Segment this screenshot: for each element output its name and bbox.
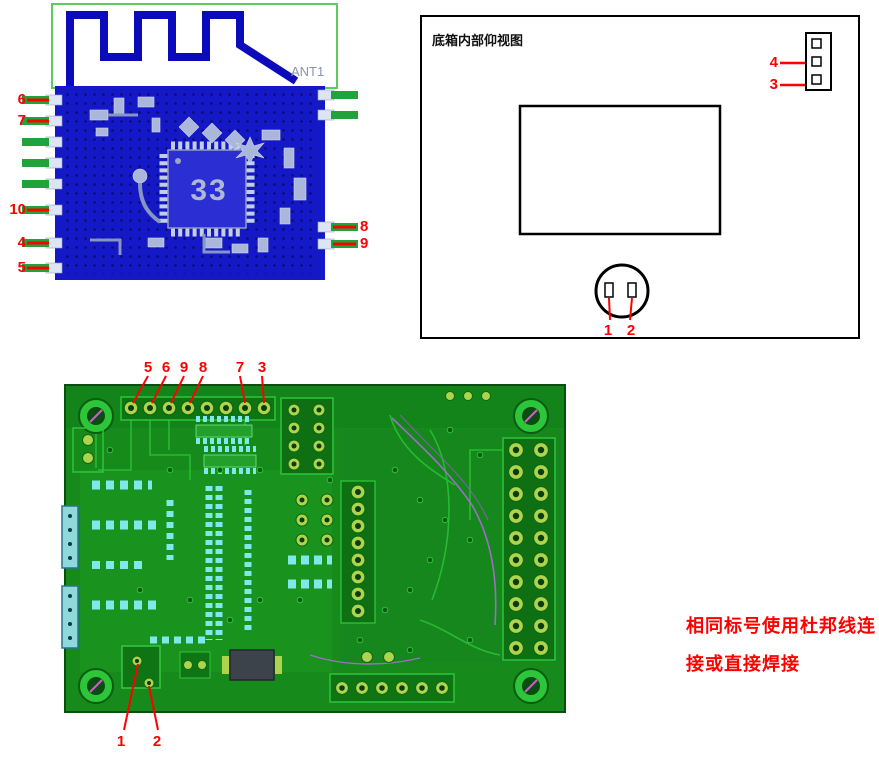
module-pin-label-10: 10 [9,201,26,218]
module-pin-label-9: 9 [360,235,369,252]
module-pin-label-8: 8 [360,218,369,235]
module-edge-pads [45,89,335,274]
module-pin-label-4: 4 [17,234,26,251]
black-component [222,649,282,681]
pcb-pin-label-2: 2 [152,733,162,750]
smd-chip-cluster [195,416,257,474]
middle-header [340,480,376,624]
antenna-label: ANT1 [291,64,325,79]
module-callout-dashes [27,98,356,270]
dual-row-connector [280,397,334,475]
enclosure-window [518,104,722,236]
module-pin-label-5: 5 [17,259,26,276]
main-chip [167,149,247,229]
antenna-trace [66,11,299,87]
smd-pad-clusters [92,480,332,644]
connector-callout-lines [780,61,805,87]
right-header [502,437,556,661]
top-left-footprint [72,427,104,473]
pcb-pin-label-8: 8 [198,359,208,376]
pcb-callout-lines [123,375,265,731]
round-socket [594,263,650,319]
bottom-header [329,651,455,703]
pcb-traces-purple [309,414,497,665]
pcb-vias [106,426,484,654]
pcb-pin-label-9: 9 [179,359,189,376]
bottom-left-callout-component [121,645,211,689]
socket-pin-label-2: 2 [626,322,636,339]
pcb-pin-label-5: 5 [143,359,153,376]
top-right-pads [445,391,491,401]
wifi-module-board [22,3,358,280]
main-pcb-board [61,375,566,731]
pcb-pin-label-7: 7 [235,359,245,376]
small-hole-grid [295,493,334,547]
module-traces [90,113,230,255]
module-components [89,96,307,254]
chip-label: 33 [190,174,228,207]
enclosure-pin-label-3: 3 [769,76,778,93]
top-pin-header [120,396,276,421]
pcb-pin-label-6: 6 [161,359,171,376]
left-edge-connectors [61,505,79,649]
socket-callout-lines [608,297,633,321]
enclosure-outline [420,15,860,339]
module-pin-label-7: 7 [17,112,26,129]
pcb-pin-label-1: 1 [116,733,126,750]
enclosure-title: 底箱内部仰视图 [432,33,524,48]
note-line-2: 接或直接焊接 [686,654,800,674]
note-line-1: 相同标号使用杜邦线连 [686,616,876,636]
mounting-holes [78,398,549,704]
module-pin-label-6: 6 [17,91,26,108]
socket-pin-label-1: 1 [603,322,613,339]
pcb-pin-label-3: 3 [257,359,267,376]
star-pad [235,136,265,165]
enclosure-pin-label-4: 4 [769,54,778,71]
enclosure-view [420,15,860,339]
power-connector [805,32,832,91]
